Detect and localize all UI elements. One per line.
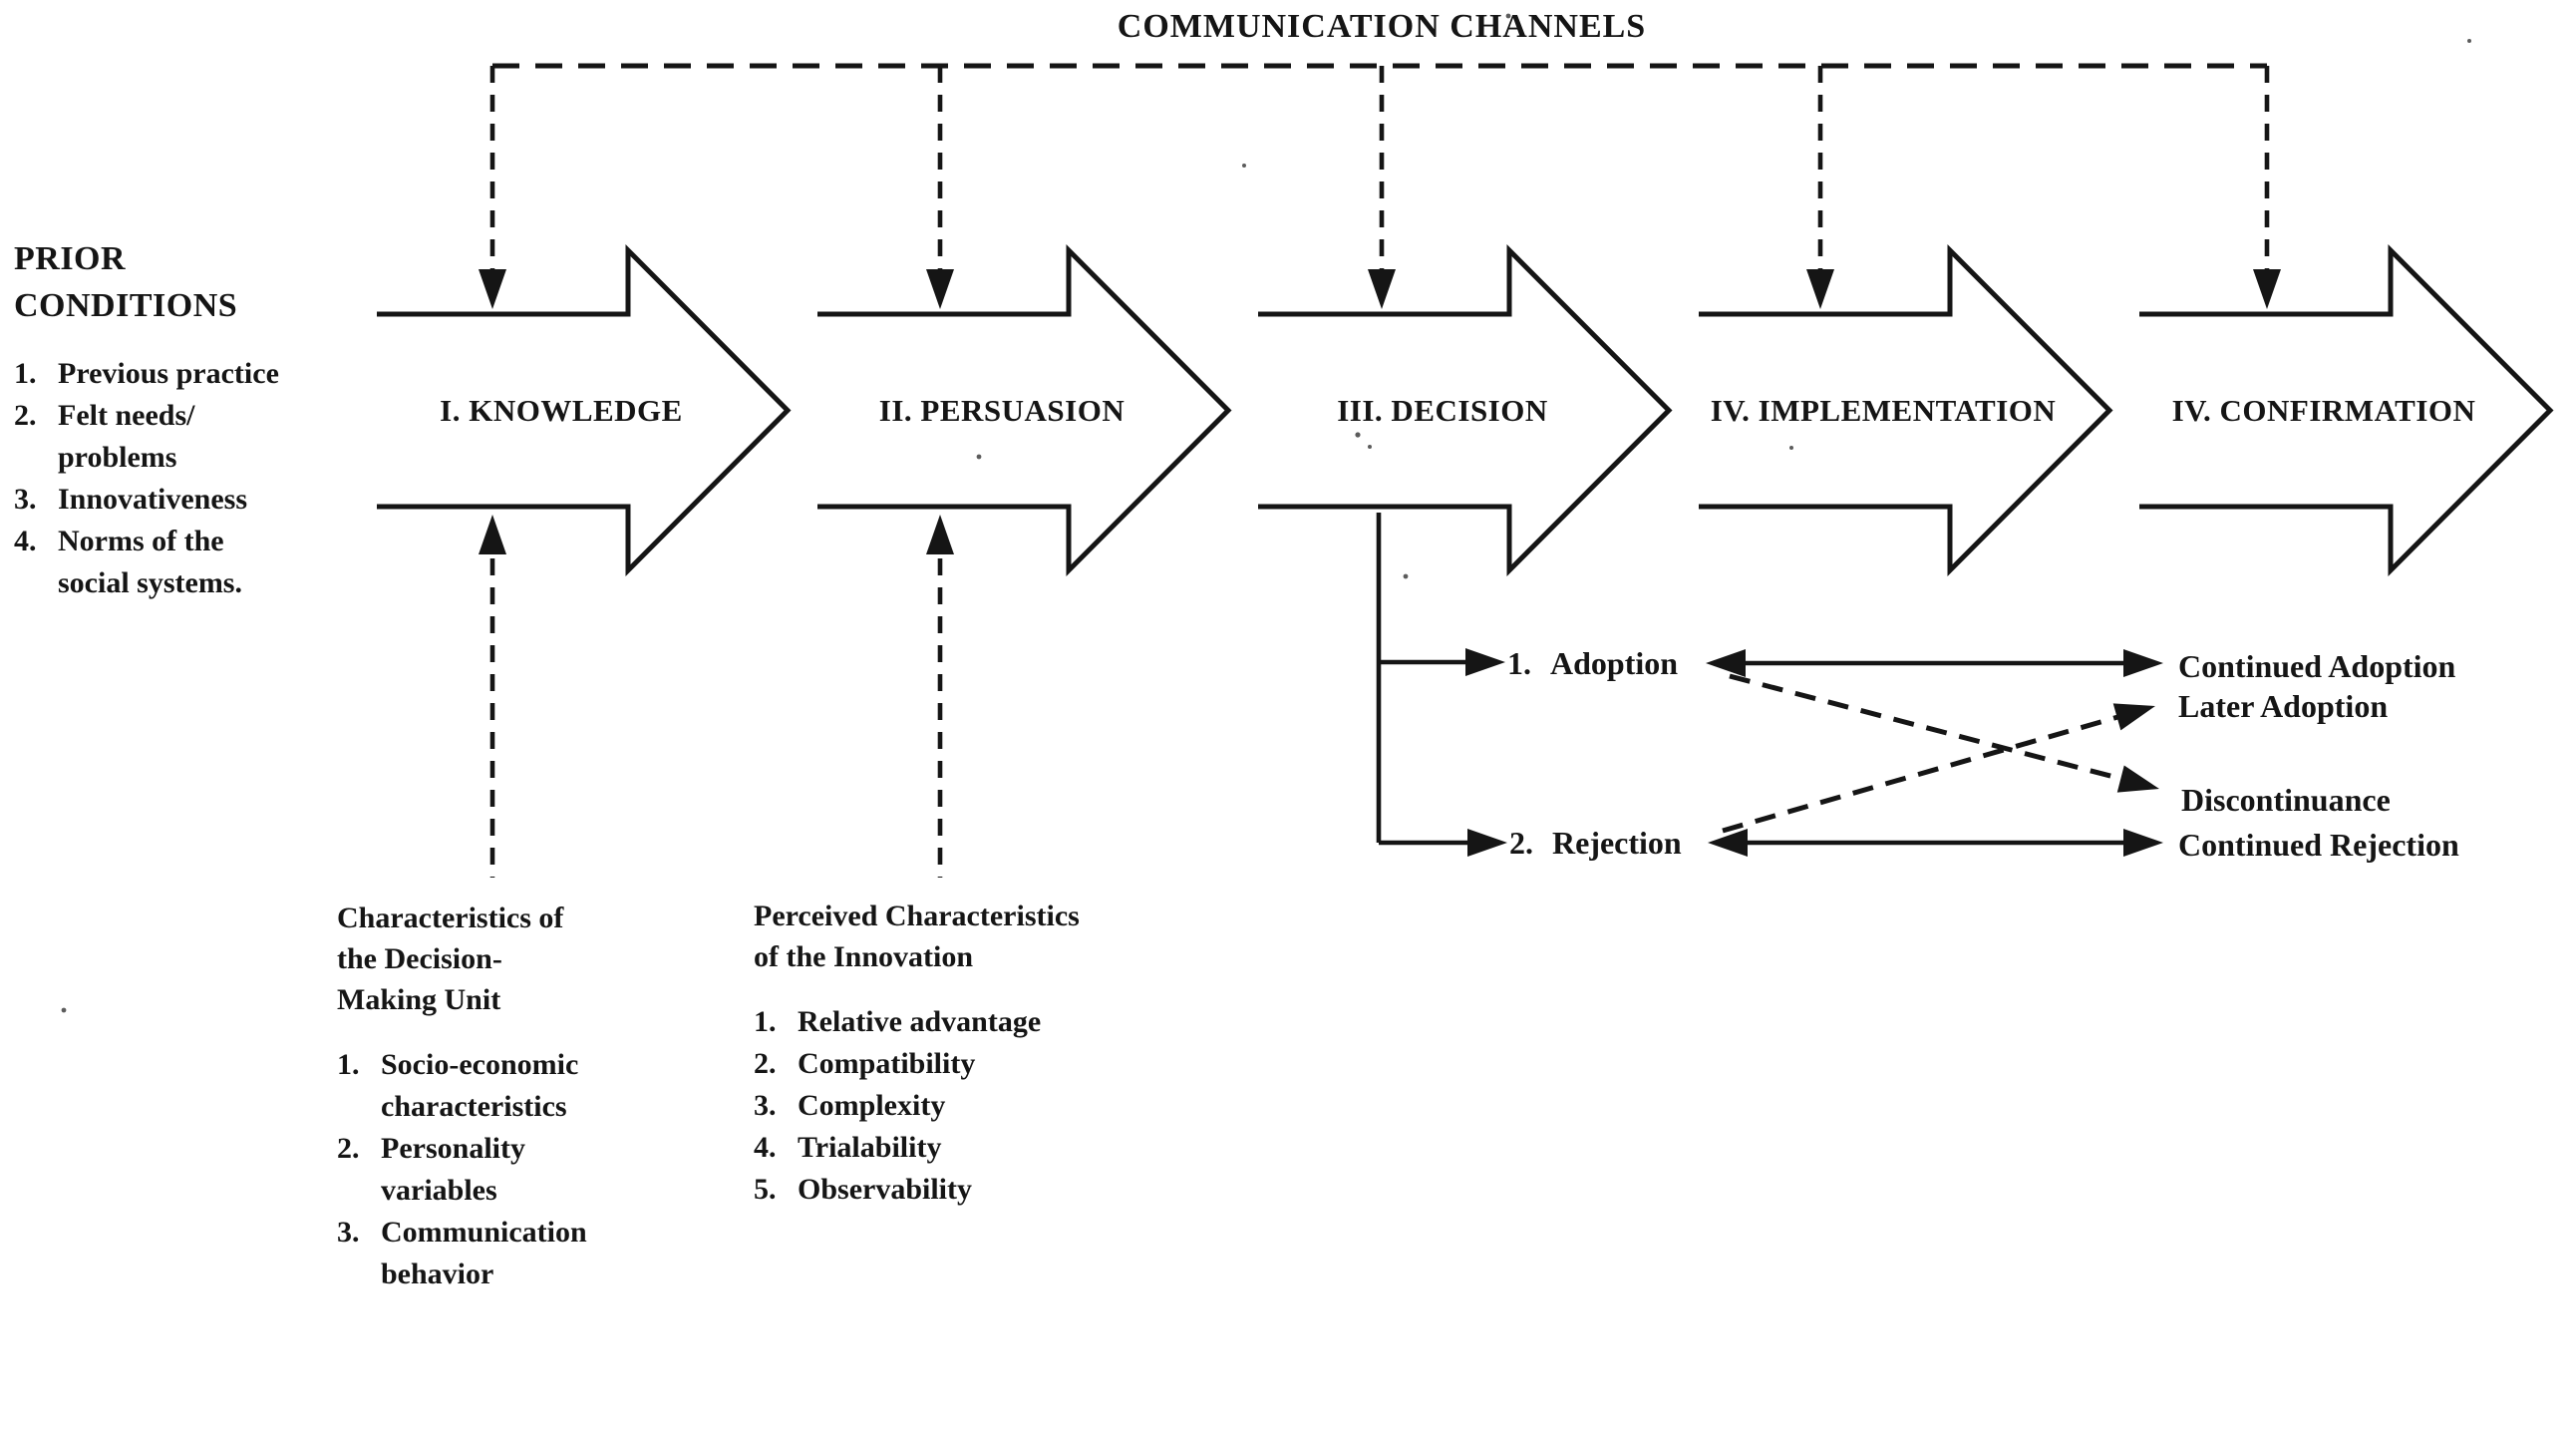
adoption-branch-label: 1.Adoption	[1507, 645, 1679, 681]
adoption-discontinuance-dashed-line	[1729, 673, 2126, 783]
prior-conditions-heading: PRIOR CONDITIONS	[14, 235, 279, 329]
list-item: 3. Innovativeness	[14, 483, 248, 516]
right-arrowhead-icon	[2123, 829, 2163, 857]
channels-vertical-dashed-lines	[489, 66, 2270, 293]
right-arrowhead-icon	[2123, 649, 2163, 677]
branch-label-text: Adoption	[1550, 645, 1679, 681]
scan-specks	[61, 13, 2471, 1013]
channels-down-arrowheads	[479, 269, 2281, 309]
perceived-characteristics-block: Perceived Characteristics of the Innovat…	[754, 896, 1080, 1211]
list-item: 5. Observability	[754, 1173, 973, 1206]
perceived-characteristics-heading: Perceived Characteristics of the Innovat…	[754, 896, 1080, 977]
left-arrowhead-icon	[1706, 649, 1746, 677]
down-arrowhead-icon	[479, 269, 506, 309]
list-item: 1. Relative advantage	[754, 1005, 1042, 1038]
list-item: 1. Previous practice	[14, 357, 279, 390]
down-arrowhead-icon	[2253, 269, 2281, 309]
note-up-arrowheads	[479, 515, 954, 554]
outcome-later-adoption: Later Adoption	[2178, 688, 2389, 724]
heading-line: CONDITIONS	[14, 287, 238, 324]
prior-conditions-list: 1. Previous practice 2. Felt needs/probl…	[14, 353, 279, 604]
outcome-discontinuance: Discontinuance	[2181, 782, 2391, 818]
rejection-later-adoption-dashed-line	[1722, 713, 2122, 834]
perceived-characteristics-list: 1. Relative advantage 2. Compatibility 3…	[754, 1001, 1080, 1211]
note-up-arrows	[489, 558, 943, 878]
up-arrowhead-icon	[479, 515, 506, 554]
outcome-continued-rejection: Continued Rejection	[2178, 827, 2459, 863]
list-item: 2. Felt needs/problems	[14, 399, 195, 474]
branch-label-text: Rejection	[1552, 825, 1682, 861]
decision-making-unit-heading: Characteristics of the Decision- Making …	[337, 898, 587, 1020]
stage-label-knowledge: I. KNOWLEDGE	[440, 393, 683, 428]
stage-label-persuasion: II. PERSUASION	[878, 393, 1126, 428]
decision-making-unit-block: Characteristics of the Decision- Making …	[337, 898, 587, 1295]
heading-line: PRIOR	[14, 240, 127, 277]
list-item: 4. Trialability	[754, 1131, 942, 1164]
list-item: 3. Complexity	[754, 1089, 946, 1122]
stage-label-confirmation: IV. CONFIRMATION	[2171, 393, 2476, 428]
up-arrowhead-icon	[926, 515, 954, 554]
rejection-branch-label: 2.Rejection	[1509, 825, 1682, 861]
heading-line: Making Unit	[337, 983, 501, 1016]
diagram-title: COMMUNICATION CHANNELS	[1117, 8, 1647, 45]
left-arrowhead-icon	[1708, 829, 1748, 857]
right-arrowhead-icon	[1467, 829, 1507, 857]
stage-label-implementation: IV. IMPLEMENTATION	[1710, 393, 2057, 428]
communication-channels-lines	[489, 63, 2270, 293]
decision-branch-lines	[1376, 513, 2126, 846]
down-arrowhead-icon	[1368, 269, 1396, 309]
prior-conditions-block: PRIOR CONDITIONS 1. Previous practice 2.…	[14, 235, 279, 604]
diagonal-arrowhead-icon	[2112, 692, 2159, 731]
down-arrowhead-icon	[1806, 269, 1834, 309]
heading-line: of the Innovation	[754, 940, 974, 973]
outcome-continued-adoption: Continued Adoption	[2178, 648, 2456, 684]
heading-line: Perceived Characteristics	[754, 899, 1080, 932]
down-arrowhead-icon	[926, 269, 954, 309]
list-item: 2. Compatibility	[754, 1047, 976, 1080]
heading-line: Characteristics of	[337, 901, 564, 934]
stage-label-decision: III. DECISION	[1337, 393, 1548, 428]
diagonal-arrowhead-icon	[2116, 765, 2163, 803]
heading-line: the Decision-	[337, 942, 502, 975]
right-arrowhead-icon	[1465, 648, 1505, 676]
